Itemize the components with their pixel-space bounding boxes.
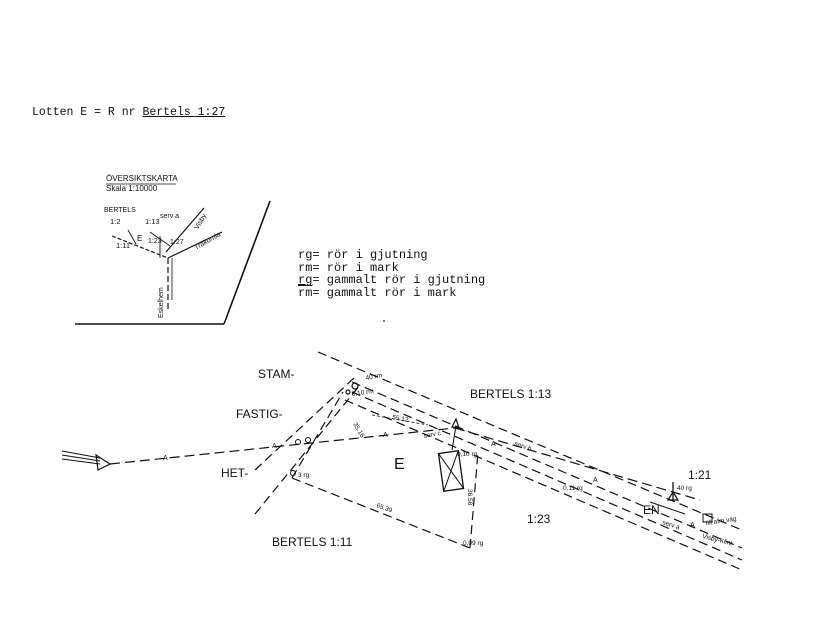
property-boundary-1-21 (344, 399, 743, 571)
cable-marker-a: A (491, 441, 496, 448)
service-pole-marker (451, 417, 460, 429)
label-1-21: 1:21 (688, 468, 712, 482)
cable-markers: A A A A A A (163, 432, 695, 529)
service-drop (451, 425, 457, 451)
legend-text: = gammalt rör i mark (312, 285, 457, 300)
label-40-rg: 40 rg (677, 485, 692, 492)
overview-label-e: E (137, 234, 142, 243)
sheet-header: Lotten E = R nr Bertels 1:27 (32, 106, 225, 119)
label-0-11-rg: 0,11 rg (563, 485, 583, 492)
cable-terminal (95, 453, 112, 471)
plot-boundary-south (291, 477, 471, 549)
label-en: EN (643, 503, 660, 517)
label-35-16: 35.16 (351, 422, 365, 440)
road-boundary-south (351, 391, 743, 561)
legend-code: rg (298, 248, 313, 262)
legend: rg= rör i gjutning rm= rör i mark rg= ga… (298, 249, 485, 299)
overview-label-eskelhem: Eskelhem (158, 287, 165, 318)
incoming-cable (61, 450, 101, 459)
overview-road-visby (165, 207, 205, 253)
overview-plot-line (127, 229, 137, 245)
pole-marker (666, 490, 680, 501)
junction-point (351, 382, 359, 390)
plan-labels: STAM- FASTIG- HET- BERTELS 1:13 BERTELS … (221, 367, 737, 549)
cable-marker-a: A (272, 443, 277, 450)
legend-row-old-rg: rg= gammalt rör i gjutning (298, 274, 485, 287)
header-prefix: Lotten E = R nr (32, 106, 136, 119)
overview-label-p113: 1:13 (145, 217, 160, 226)
overview-label-bertels: BERTELS (104, 207, 136, 214)
label-3-rg: 3 rg (298, 472, 310, 479)
label-bertels-1-13: BERTELS 1:13 (470, 387, 551, 401)
legend-code: rm (298, 260, 313, 275)
service-building-cross (443, 450, 459, 492)
label-serv-c: serv c (423, 430, 442, 440)
service-a-line (649, 501, 686, 515)
junction-point (345, 389, 351, 395)
overview-scale: Skala 1:10000 (106, 184, 158, 193)
overview-title: ÖVERSIKTSKARTA (106, 174, 178, 183)
overview-road (111, 235, 169, 259)
overview-label-p123: 1:23 (148, 238, 162, 245)
overview-label-p12: 1:2 (110, 217, 120, 226)
label-afm-vag: till afm väg (705, 516, 737, 527)
label-40-rm: 40 rm (365, 372, 383, 382)
service-building (437, 450, 465, 492)
legend-row-rm: rm= rör i mark (298, 260, 485, 275)
label-0-10-rg: 0,10 rg (457, 451, 478, 458)
incoming-cable (61, 454, 101, 462)
cable-marker-a: A (383, 432, 388, 439)
cable-route-east (454, 427, 701, 501)
legend-code: rg (298, 273, 313, 287)
overview-label-visby: Visby (194, 212, 209, 231)
overview-frame-right (223, 200, 271, 325)
cable-marker-a: A (690, 522, 695, 529)
ink-dot (383, 320, 385, 322)
overview-label-trakumla: Träkumla (194, 231, 223, 252)
legend-text: = rör i mark (312, 260, 399, 275)
legend-code: rm (298, 285, 313, 300)
boundary-stamfastighet-1 (254, 377, 355, 471)
cable-marker-point (290, 470, 296, 476)
legend-text: = rör i gjutning (312, 248, 428, 262)
label-het: HET- (221, 466, 248, 480)
incoming-cable (61, 458, 101, 465)
legend-text: = gammalt rör i gjutning (312, 273, 486, 287)
overview-label-p111: 1:11 (116, 241, 130, 250)
plan-lines (61, 351, 743, 571)
overview-labels: ÖVERSIKTSKARTA Skala 1:10000 BERTELS 1:2… (104, 174, 222, 318)
cable-marker-point (295, 439, 301, 445)
overview-label-serv: serv a (160, 213, 179, 220)
boundary-stamfastighet-2 (254, 384, 361, 515)
label-plot-e: E (394, 456, 405, 473)
label-36-58: 36.58 (466, 489, 473, 506)
overview-map (75, 183, 271, 325)
overview-road-trakumla (167, 231, 223, 259)
legend-row-rg: rg= rör i gjutning (298, 249, 485, 262)
label-bertels-1-11: BERTELS 1:11 (272, 535, 353, 549)
label-55-12: 55.12 (392, 414, 410, 424)
plot-boundary-east (469, 451, 479, 549)
road-boundary-middle (351, 381, 743, 549)
cable-marker-point (305, 437, 311, 443)
cable-marker-a: A (593, 477, 598, 484)
plot-boundary-west (291, 391, 344, 479)
label-fastig: FASTIG- (236, 407, 283, 421)
cable-marker-a: A (163, 455, 168, 462)
header-property: Bertels 1:27 (142, 106, 226, 119)
legend-row-old-rm: rm= gammalt rör i mark (298, 285, 485, 300)
cable-route-main (109, 427, 456, 465)
label-65-39: 65.39 (375, 502, 393, 514)
dimension-line (371, 414, 429, 426)
label-0-09-rg: 0,09 rg (463, 540, 484, 547)
label-stam: STAM- (258, 367, 294, 381)
overview-label-p127: 1:27 (170, 239, 184, 246)
label-serv-b: serv b (513, 440, 532, 453)
label-0-10-rm: 0,10 rm (351, 388, 374, 398)
cabinet-marker (702, 513, 713, 523)
label-1-23: 1:23 (527, 512, 551, 526)
